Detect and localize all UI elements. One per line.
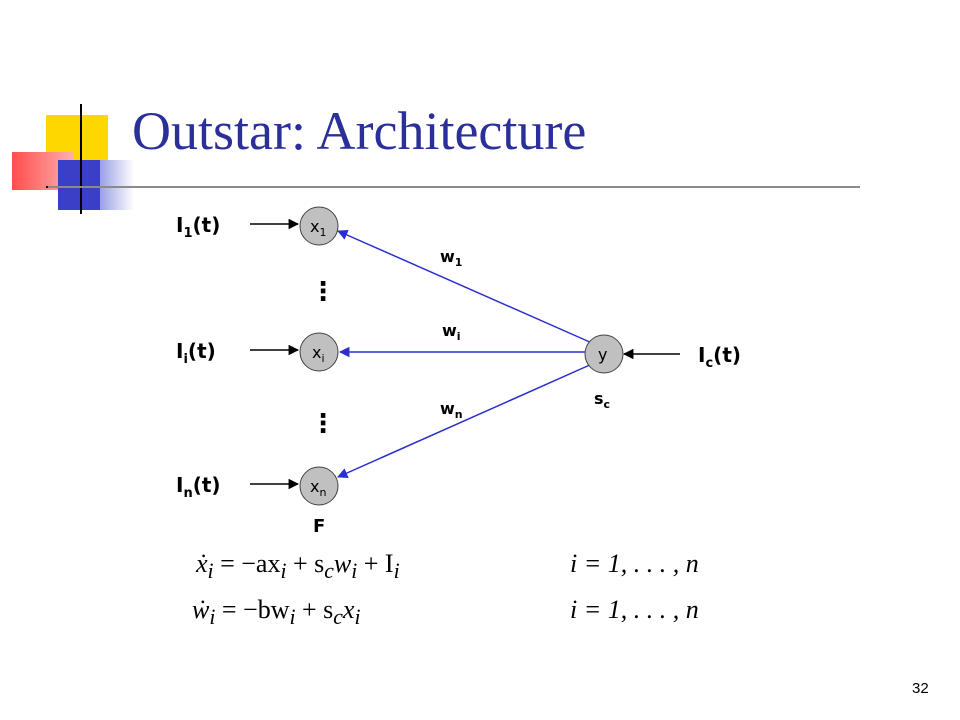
equation-x-dot: ẋi = −axi + scwi + Ii bbox=[196, 549, 400, 584]
equation-w-range: i = 1, . . . , n bbox=[570, 595, 699, 624]
equation-w-dot: ẇi = −bwi + scxi bbox=[192, 595, 361, 630]
node-xn bbox=[299, 466, 339, 506]
layer-label: F bbox=[313, 516, 325, 537]
node-x1-label: x1 bbox=[310, 217, 326, 239]
node-x1 bbox=[299, 206, 339, 246]
weight-edge-1 bbox=[337, 230, 593, 344]
ellipsis-upper: ⋮ bbox=[310, 277, 336, 307]
weight-label-i: wi bbox=[442, 321, 461, 343]
equation-x-range: i = 1, . . . , n bbox=[570, 549, 699, 578]
weight-label-1: w1 bbox=[440, 247, 462, 269]
deco-fade-block bbox=[100, 160, 134, 210]
page-number: 32 bbox=[912, 680, 929, 697]
node-y-label: y bbox=[598, 345, 607, 364]
source-input-label: Ic(t) bbox=[698, 343, 741, 371]
title-divider bbox=[48, 186, 860, 188]
page-title: Outstar: Architecture bbox=[132, 101, 587, 161]
weight-edge-n bbox=[337, 363, 593, 478]
node-xi-label: xi bbox=[312, 343, 325, 365]
ellipsis-lower: ⋮ bbox=[310, 409, 336, 439]
node-y bbox=[584, 334, 624, 374]
node-xn-label: xn bbox=[310, 477, 326, 499]
deco-vertical-line bbox=[80, 104, 82, 214]
input-label-1: I1(t) bbox=[176, 213, 220, 241]
weight-label-n: wn bbox=[440, 399, 463, 421]
source-signal-label: sc bbox=[594, 389, 610, 411]
node-xi bbox=[299, 332, 339, 372]
input-label-i: Ii(t) bbox=[176, 339, 216, 367]
input-label-n: In(t) bbox=[176, 473, 221, 501]
